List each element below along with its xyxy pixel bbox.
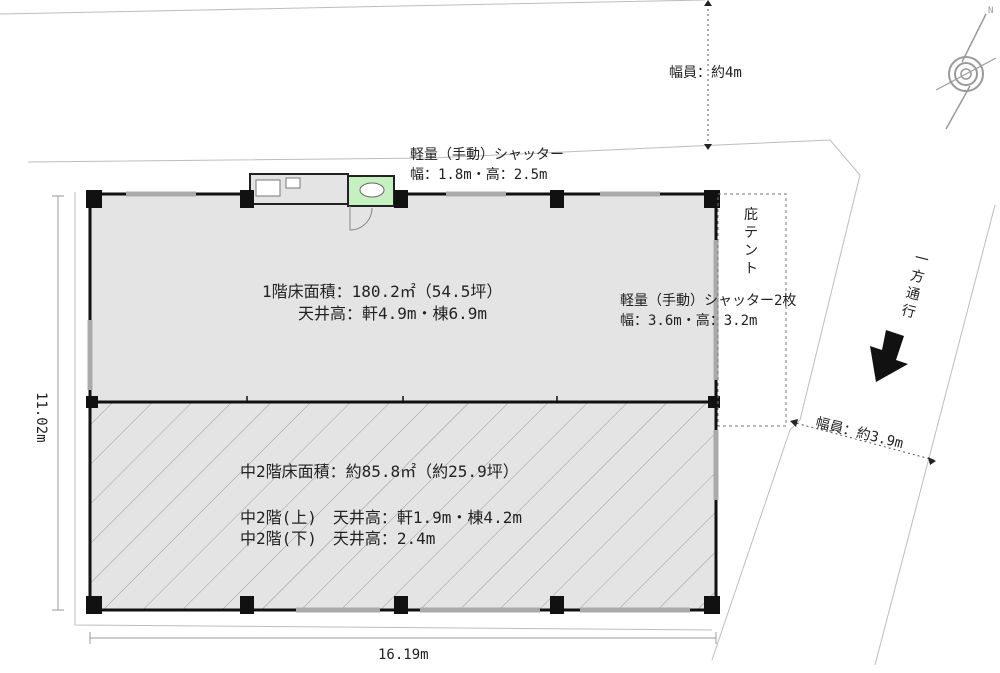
mezzanine-hatch — [90, 402, 716, 610]
mezzanine-lower-label: 中2階(下) 天井高：2.4m — [240, 529, 436, 548]
floor1-ceiling-label: 天井高：軒4.9m・棟6.9m — [298, 304, 488, 323]
one-way-arrow-icon — [870, 330, 908, 382]
sink-basin — [285, 177, 301, 189]
toilet-room — [347, 175, 395, 207]
dimension-lines — [52, 195, 717, 644]
awning-label: 庇テント — [744, 207, 758, 277]
side-road-dimension — [790, 419, 936, 465]
north-shutter-size: 幅：1.8m・高：2.5m — [410, 167, 548, 183]
sink — [255, 179, 281, 197]
openings — [87, 191, 719, 613]
toilet-icon — [359, 182, 385, 198]
east-shutter-size: 幅：3.6m・高：3.2m — [620, 313, 758, 329]
floor1-area — [90, 194, 716, 402]
east-shutter-title: 軽量（手動）シャッター2枚 — [620, 293, 797, 309]
mezzanine-upper-label: 中2階(上) 天井高：軒1.9m・棟4.2m — [240, 508, 522, 527]
top-road-dimension — [704, 0, 712, 150]
top-road-width: 幅員：約4m — [669, 65, 742, 81]
mezzanine-area-label: 中2階床面積：約85.8㎡（約25.9坪） — [240, 462, 519, 481]
columns — [86, 190, 720, 614]
floor1-area-label: 1階床面積：180.2㎡（54.5坪） — [262, 282, 503, 301]
compass-icon — [935, 13, 997, 130]
toilet-door — [349, 206, 373, 231]
width-dimension-label: 16.19m — [378, 647, 429, 663]
compass-north-label: N — [988, 6, 994, 16]
depth-dimension-label: 11.02m — [33, 392, 49, 443]
wall-ticks — [246, 396, 558, 402]
north-shutter-title: 軽量（手動）シャッター — [410, 147, 564, 163]
